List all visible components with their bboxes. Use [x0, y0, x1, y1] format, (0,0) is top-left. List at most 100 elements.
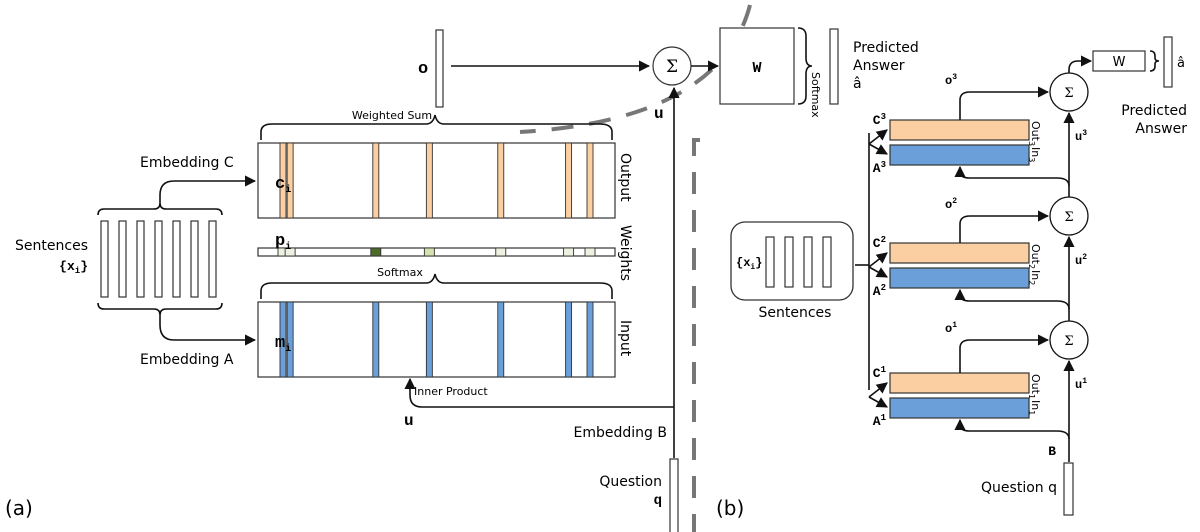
- sum-symbol: Σ: [1064, 334, 1073, 349]
- u-label: u2: [1075, 253, 1087, 268]
- attention-weight-cell: [284, 247, 296, 257]
- question-label: Question: [599, 474, 662, 490]
- sentence-vector: [172, 220, 181, 298]
- o-vector: [435, 29, 444, 108]
- softmax-brace: [260, 273, 613, 299]
- output-memory-bar: [889, 119, 1030, 141]
- attention-weight-cell: [563, 247, 575, 257]
- input-memory-symbol: mi: [275, 334, 291, 355]
- output-memory-slot: [586, 142, 594, 219]
- input-memory-slot: [279, 301, 287, 378]
- b-predicted-label-1: Predicted: [1121, 103, 1187, 119]
- b-embedding-b-label: B: [1048, 444, 1056, 459]
- b-hops: C1A1Out1In1o1Σu1C2A2Out2In2o2Σu2C3A3Out3…: [868, 55, 1093, 462]
- b-sentence-vectors: [765, 236, 832, 288]
- sentence-vector: [100, 220, 109, 298]
- input-memory-box: [257, 301, 616, 378]
- o-label: o3: [945, 73, 957, 88]
- sentence-vector: [136, 220, 145, 298]
- o-label: o1: [945, 321, 957, 336]
- sentence-vector: [154, 220, 163, 298]
- b-question-label: Question q: [981, 480, 1057, 496]
- a-embedding-arrow: [868, 143, 888, 155]
- a-matrix-label: A1: [873, 413, 887, 429]
- sentence-vector: [190, 220, 199, 298]
- embedding-c-arrow: [159, 175, 257, 203]
- w-matrix: [719, 27, 795, 105]
- sentences-bottom-brace: [97, 302, 223, 316]
- predicted-answer-vector: [829, 28, 839, 105]
- c-embedding-arrow: [868, 252, 888, 268]
- output-memory-slot: [565, 142, 573, 219]
- predicted-answer-symbol: â: [853, 76, 862, 92]
- sentence-vector: [208, 220, 217, 298]
- input-memory-slot: [372, 301, 380, 378]
- input-memory-slot: [586, 301, 594, 378]
- output-memory-box: [257, 142, 616, 219]
- attention-weight-cell: [584, 247, 596, 257]
- inner-product-arrow: [954, 288, 1070, 310]
- o-label: o: [418, 60, 428, 79]
- input-memory-bar: [889, 144, 1030, 166]
- input-memory-slot: [425, 301, 433, 378]
- weights-symbol: pi: [275, 232, 291, 253]
- u-label: u3: [1075, 129, 1087, 144]
- o-arrow: [959, 86, 1050, 120]
- output-memory-bar: [889, 242, 1030, 264]
- o-label: o2: [945, 197, 957, 212]
- embedding-c-label: Embedding C: [140, 155, 234, 171]
- input-memory-bar: [889, 397, 1030, 419]
- sum-symbol: Σ: [666, 57, 678, 77]
- final-sum-to-w-arrow: [1068, 55, 1093, 73]
- output-memory-slots: [279, 142, 594, 219]
- embedding-a-arrow: [159, 315, 257, 346]
- embedding-b-label: Embedding B: [574, 425, 667, 441]
- b-w-matrix: [1092, 50, 1146, 72]
- panel-b: {xi} Sentences C1A1Out1In1o1Σu1C2A2Out2I…: [716, 36, 1187, 520]
- o-arrow: [959, 334, 1050, 373]
- sentence-vectors: [100, 220, 217, 298]
- sentences-top-brace: [97, 202, 223, 216]
- question-symbol: q: [654, 493, 662, 509]
- predicted-answer-label-1: Predicted: [853, 40, 919, 56]
- weighted-sum-brace: [260, 114, 613, 140]
- output-memory-slot: [425, 142, 433, 219]
- sentences-symbol: {xi}: [59, 259, 88, 276]
- a-embedding-arrow: [868, 396, 888, 408]
- out-label: Out2: [1027, 244, 1042, 269]
- panel-a-label: (a): [5, 496, 33, 520]
- b-question-vector: [1063, 462, 1074, 516]
- in-label: In3: [1027, 147, 1042, 162]
- c-matrix-label: C3: [873, 112, 886, 128]
- attention-weight-cell: [423, 247, 435, 257]
- weighted-sum-label: Weighted Sum: [352, 109, 432, 122]
- weights-strip: [257, 247, 616, 257]
- b-sentence-vector: [822, 236, 832, 288]
- b-w-label: W: [1113, 55, 1126, 70]
- c-matrix-label: C1: [873, 365, 887, 381]
- panel-b-label: (b): [716, 496, 744, 520]
- b-sentence-vector: [765, 236, 775, 288]
- sentences-label: Sentences: [15, 238, 88, 254]
- softmax-final-brace: [797, 27, 813, 105]
- in-label: In2: [1027, 270, 1042, 285]
- inner-product-label: Inner Product: [414, 385, 488, 398]
- b-sentences-label: Sentences: [759, 305, 832, 321]
- output-memory-slot: [372, 142, 380, 219]
- final-softmax-label: Softmax: [809, 72, 822, 118]
- input-memory-slots: [279, 301, 594, 378]
- panel-a: Sentences {xi} Embedding C Embedding A c…: [5, 27, 919, 532]
- u-label: u1: [1075, 377, 1087, 392]
- b-predicted-symbol: â: [1177, 56, 1185, 71]
- a-embedding-arrow: [868, 266, 888, 278]
- input-memory-slot: [565, 301, 573, 378]
- attention-weight-cell: [495, 247, 507, 257]
- a-matrix-label: A2: [873, 283, 886, 299]
- inner-product-arrow: [954, 418, 1070, 440]
- predicted-answer-label-2: Answer: [853, 58, 905, 74]
- w-label: W: [752, 60, 761, 77]
